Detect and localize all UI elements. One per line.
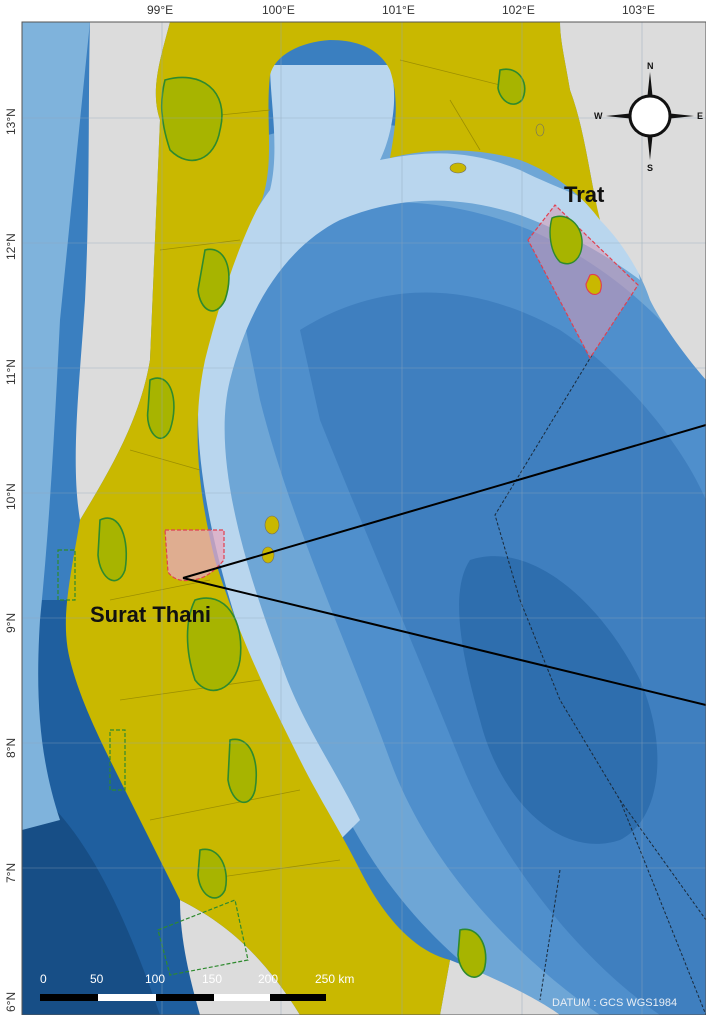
protected-area xyxy=(457,928,487,978)
callout-line-upper xyxy=(182,424,706,579)
lon-tick-101: 101°E xyxy=(382,3,415,17)
protected-area xyxy=(146,377,175,439)
protected-area xyxy=(186,597,242,692)
lat-tick-11: 11°N xyxy=(4,359,18,385)
lat-tick-9: 9°N xyxy=(4,613,18,633)
protected-area xyxy=(227,738,257,804)
compass-e: E xyxy=(697,111,703,121)
lat-tick-8: 8°N xyxy=(4,738,18,758)
lat-tick-13: 13°N xyxy=(4,108,18,135)
compass-s: S xyxy=(647,163,653,173)
scale-segment xyxy=(40,994,98,1001)
marine-protected-area xyxy=(109,729,126,791)
map-area: Trat Surat Thani N S E W 0 50 100 150 20… xyxy=(22,22,706,1015)
marine-protected-area xyxy=(57,549,76,601)
maritime-boundary xyxy=(494,354,706,921)
island xyxy=(449,162,467,174)
scale-label-100: 100 xyxy=(145,972,165,986)
lat-tick-12: 12°N xyxy=(4,233,18,260)
trat-islet xyxy=(585,273,602,296)
callout-line-lower xyxy=(182,577,706,706)
island xyxy=(535,123,545,137)
andaman-shallow xyxy=(22,22,90,830)
datum-label: DATUM : GCS WGS1984 xyxy=(552,997,677,1009)
maritime-boundary-malaysia xyxy=(539,869,561,1001)
andaman-deepest xyxy=(22,780,160,1015)
compass-w: W xyxy=(594,111,603,121)
scale-segment xyxy=(270,994,326,1001)
koh-chang-island xyxy=(549,215,583,265)
scale-label-200: 200 xyxy=(258,972,278,986)
myanmar-land xyxy=(75,22,170,520)
protected-area xyxy=(97,517,128,582)
scale-segment xyxy=(214,994,270,1001)
lat-tick-6: 6°N xyxy=(4,992,18,1012)
lon-tick-102: 102°E xyxy=(502,3,535,17)
protected-area xyxy=(197,848,227,899)
scale-label-50: 50 xyxy=(90,972,104,986)
lon-tick-103: 103°E xyxy=(622,3,655,17)
lat-tick-7: 7°N xyxy=(4,863,18,883)
maritime-boundary-south xyxy=(619,799,706,1015)
longitude-ticks: 99°E 100°E 101°E 102°E 103°E xyxy=(147,3,655,17)
place-label-trat: Trat xyxy=(564,182,605,207)
latitude-ticks: 13°N 12°N 11°N 10°N 9°N 8°N 7°N 6°N xyxy=(4,108,18,1012)
lat-tick-10: 10°N xyxy=(4,483,18,510)
compass-rose: N S E W xyxy=(594,61,703,173)
scale-segment xyxy=(156,994,214,1001)
compass-n: N xyxy=(647,61,654,71)
thailand-land xyxy=(65,22,601,1015)
protected-area xyxy=(197,248,230,312)
lon-tick-99: 99°E xyxy=(147,3,173,17)
island xyxy=(264,515,280,535)
map-border xyxy=(21,21,706,1015)
lon-tick-100: 100°E xyxy=(262,3,295,17)
place-label-surat-thani: Surat Thani xyxy=(90,602,211,627)
malaysia-land-west xyxy=(180,900,300,1015)
protected-area xyxy=(160,76,223,162)
islands xyxy=(261,123,545,564)
scale-label-0: 0 xyxy=(40,972,47,986)
gulf-deepest-basin xyxy=(459,556,658,844)
scale-bar: 0 50 100 150 200 250 km xyxy=(40,972,354,1001)
compass-ring xyxy=(628,94,672,138)
marine-protected-areas xyxy=(57,549,249,976)
scale-label-150: 150 xyxy=(202,972,222,986)
protected-areas xyxy=(97,68,526,978)
scale-segment xyxy=(98,994,156,1001)
scale-label-250: 250 km xyxy=(315,972,354,986)
marine-protected-area xyxy=(157,899,249,976)
